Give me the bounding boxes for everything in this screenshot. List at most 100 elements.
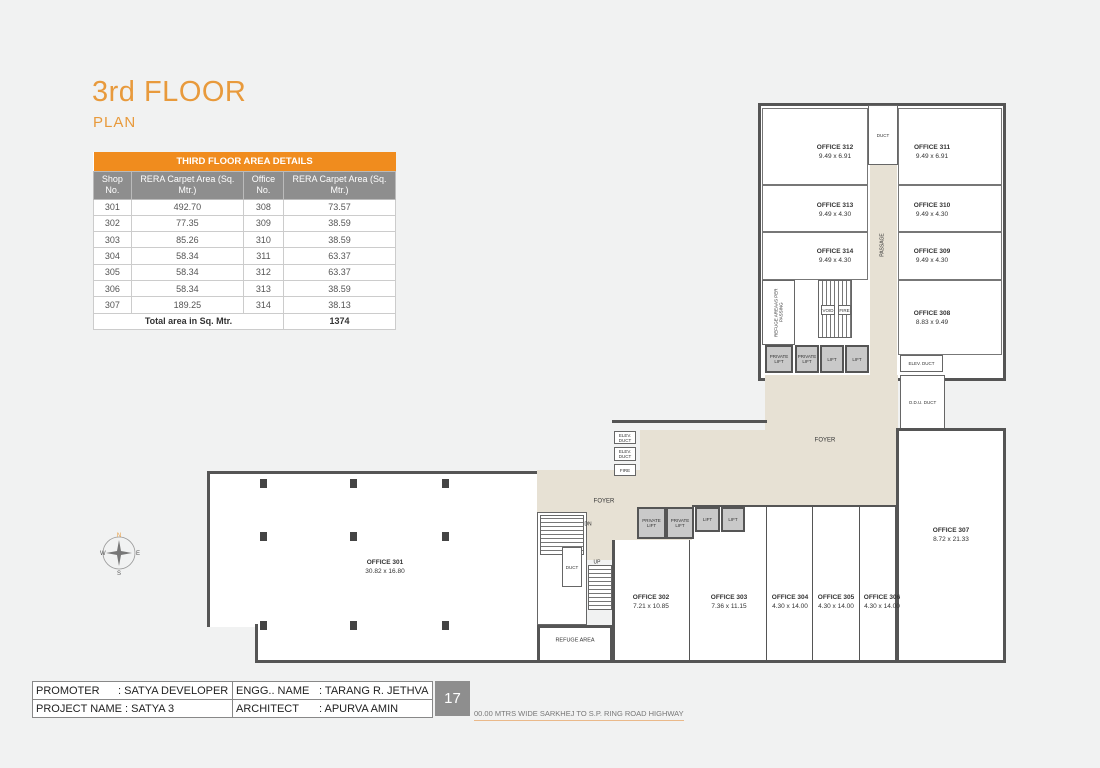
- stair-up: UP: [593, 559, 601, 566]
- table-caption: THIRD FLOOR AREA DETAILS: [93, 152, 396, 171]
- table-cell: 314: [242, 296, 285, 314]
- office-311: [898, 108, 1002, 185]
- office-312: [762, 108, 868, 185]
- fire-shaft: FIRE: [614, 464, 636, 476]
- office-303: [690, 507, 767, 660]
- odu-duct: O.D.U. DUCT: [900, 375, 945, 430]
- table-cell: 189.25: [130, 296, 244, 314]
- engg-cell: ENGG.. NAME: TARANG R. JETHVA: [232, 681, 433, 700]
- table-cell: 306: [93, 279, 132, 298]
- foyer-label: FOYER: [593, 498, 615, 505]
- project-cell: PROJECT NAME : SATYA 3: [32, 699, 233, 718]
- void: VOID: [821, 305, 835, 315]
- private-lift: PRIVATE LIFT: [666, 507, 694, 539]
- table-cell: 303: [93, 231, 132, 249]
- table-cell: 38.59: [283, 214, 396, 233]
- elev-duct: ELEV. DUCT: [614, 431, 636, 444]
- table-cell: 492.70: [130, 198, 244, 216]
- compass-e: E: [136, 551, 140, 557]
- table-cell: 308: [242, 198, 285, 216]
- stairs-south: [588, 565, 612, 610]
- elev-duct: ELEV. DUCT: [900, 355, 943, 372]
- private-lift: PRIVATE LIFT: [765, 345, 793, 373]
- office-304: [767, 507, 813, 660]
- table-cell: 305: [93, 263, 132, 281]
- table-cell: 38.59: [283, 279, 396, 298]
- table-cell: 310: [242, 231, 285, 249]
- area-details-table: THIRD FLOOR AREA DETAILS Shop No. RERA C…: [93, 152, 396, 330]
- office-310: [898, 185, 1002, 232]
- stair-down: DN: [584, 521, 592, 528]
- architect-cell: ARCHITECT: APURVA AMIN: [232, 699, 433, 718]
- elev-duct: ELEV. DUCT: [614, 447, 636, 461]
- table-cell: 58.34: [130, 279, 244, 298]
- office-306: [860, 507, 896, 660]
- foyer-label: FOYER: [814, 437, 836, 444]
- table-cell: 63.37: [283, 247, 396, 265]
- duct-top: DUCT: [868, 105, 898, 165]
- table-cell: 77.35: [130, 214, 244, 233]
- office-313: [762, 185, 868, 232]
- table-cell: 304: [93, 247, 132, 265]
- foyer-main: [765, 375, 898, 507]
- private-lift: PRIVATE LIFT: [637, 507, 666, 539]
- project-info-table: PROMOTER: SATYA DEVELOPER ENGG.. NAME: T…: [32, 681, 433, 718]
- duct: DUCT: [562, 547, 582, 587]
- refuge-area: [537, 625, 613, 663]
- fire-shaft: FIRE: [838, 305, 851, 315]
- private-lift: PRIVATE LIFT: [795, 345, 819, 373]
- compass-s: S: [117, 571, 121, 577]
- passage-label: PASSAGE: [879, 233, 886, 257]
- promoter-cell: PROMOTER: SATYA DEVELOPER: [32, 681, 233, 700]
- table-cell: 301: [93, 198, 132, 216]
- col-header: Shop No.: [93, 170, 132, 200]
- lift: LIFT: [845, 345, 869, 373]
- office-307: [896, 428, 1006, 663]
- table-cell: 311: [242, 247, 285, 265]
- table-cell: 38.13: [283, 296, 396, 314]
- refuge-area-label: REFUGE AREA: [555, 637, 595, 644]
- compass-n: N: [117, 533, 121, 539]
- compass-w: W: [100, 551, 106, 557]
- office-302: [612, 540, 690, 660]
- refuge-area-passing: REFUGE AREAAS PER PASSING: [762, 280, 795, 345]
- table-cell: 309: [242, 214, 285, 233]
- table-cell: 58.34: [130, 263, 244, 281]
- office-305: [813, 507, 860, 660]
- lift: LIFT: [820, 345, 844, 373]
- table-cell: 85.26: [130, 231, 244, 249]
- table-cell: 307: [93, 296, 132, 314]
- table-cell: 313: [242, 279, 285, 298]
- table-cell: 302: [93, 214, 132, 233]
- col-header: RERA Carpet Area (Sq. Mtr.): [130, 170, 244, 200]
- table-cell: 38.59: [283, 231, 396, 249]
- office-308: [898, 280, 1002, 355]
- office-314: [762, 232, 868, 280]
- office-309: [898, 232, 1002, 280]
- page-title: 3rd FLOOR: [92, 76, 247, 108]
- table-cell: 58.34: [130, 247, 244, 265]
- total-label: Total area in Sq. Mtr.: [93, 312, 284, 330]
- lift: LIFT: [695, 507, 720, 532]
- table-cell: 73.57: [283, 198, 396, 216]
- compass-icon: N S W E: [100, 533, 140, 577]
- lift: LIFT: [721, 507, 745, 532]
